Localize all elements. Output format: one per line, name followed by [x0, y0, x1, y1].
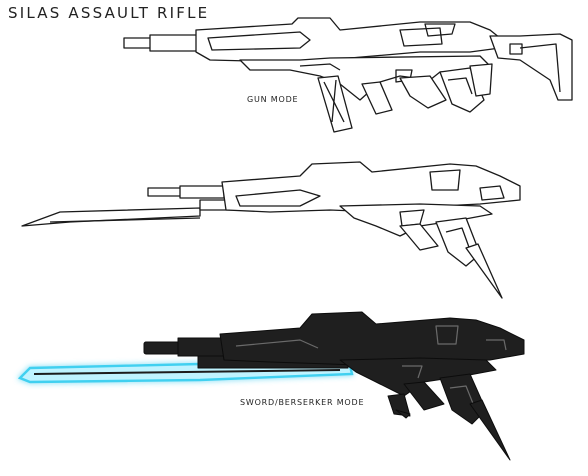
gun-mode-caption: GUN MODE	[247, 95, 299, 104]
sword-mode-caption: SWORD/BERSERKER MODE	[240, 398, 365, 407]
page-title: SILAS ASSAULT RIFLE	[8, 4, 210, 22]
dark-barrel-tip	[143, 341, 181, 355]
